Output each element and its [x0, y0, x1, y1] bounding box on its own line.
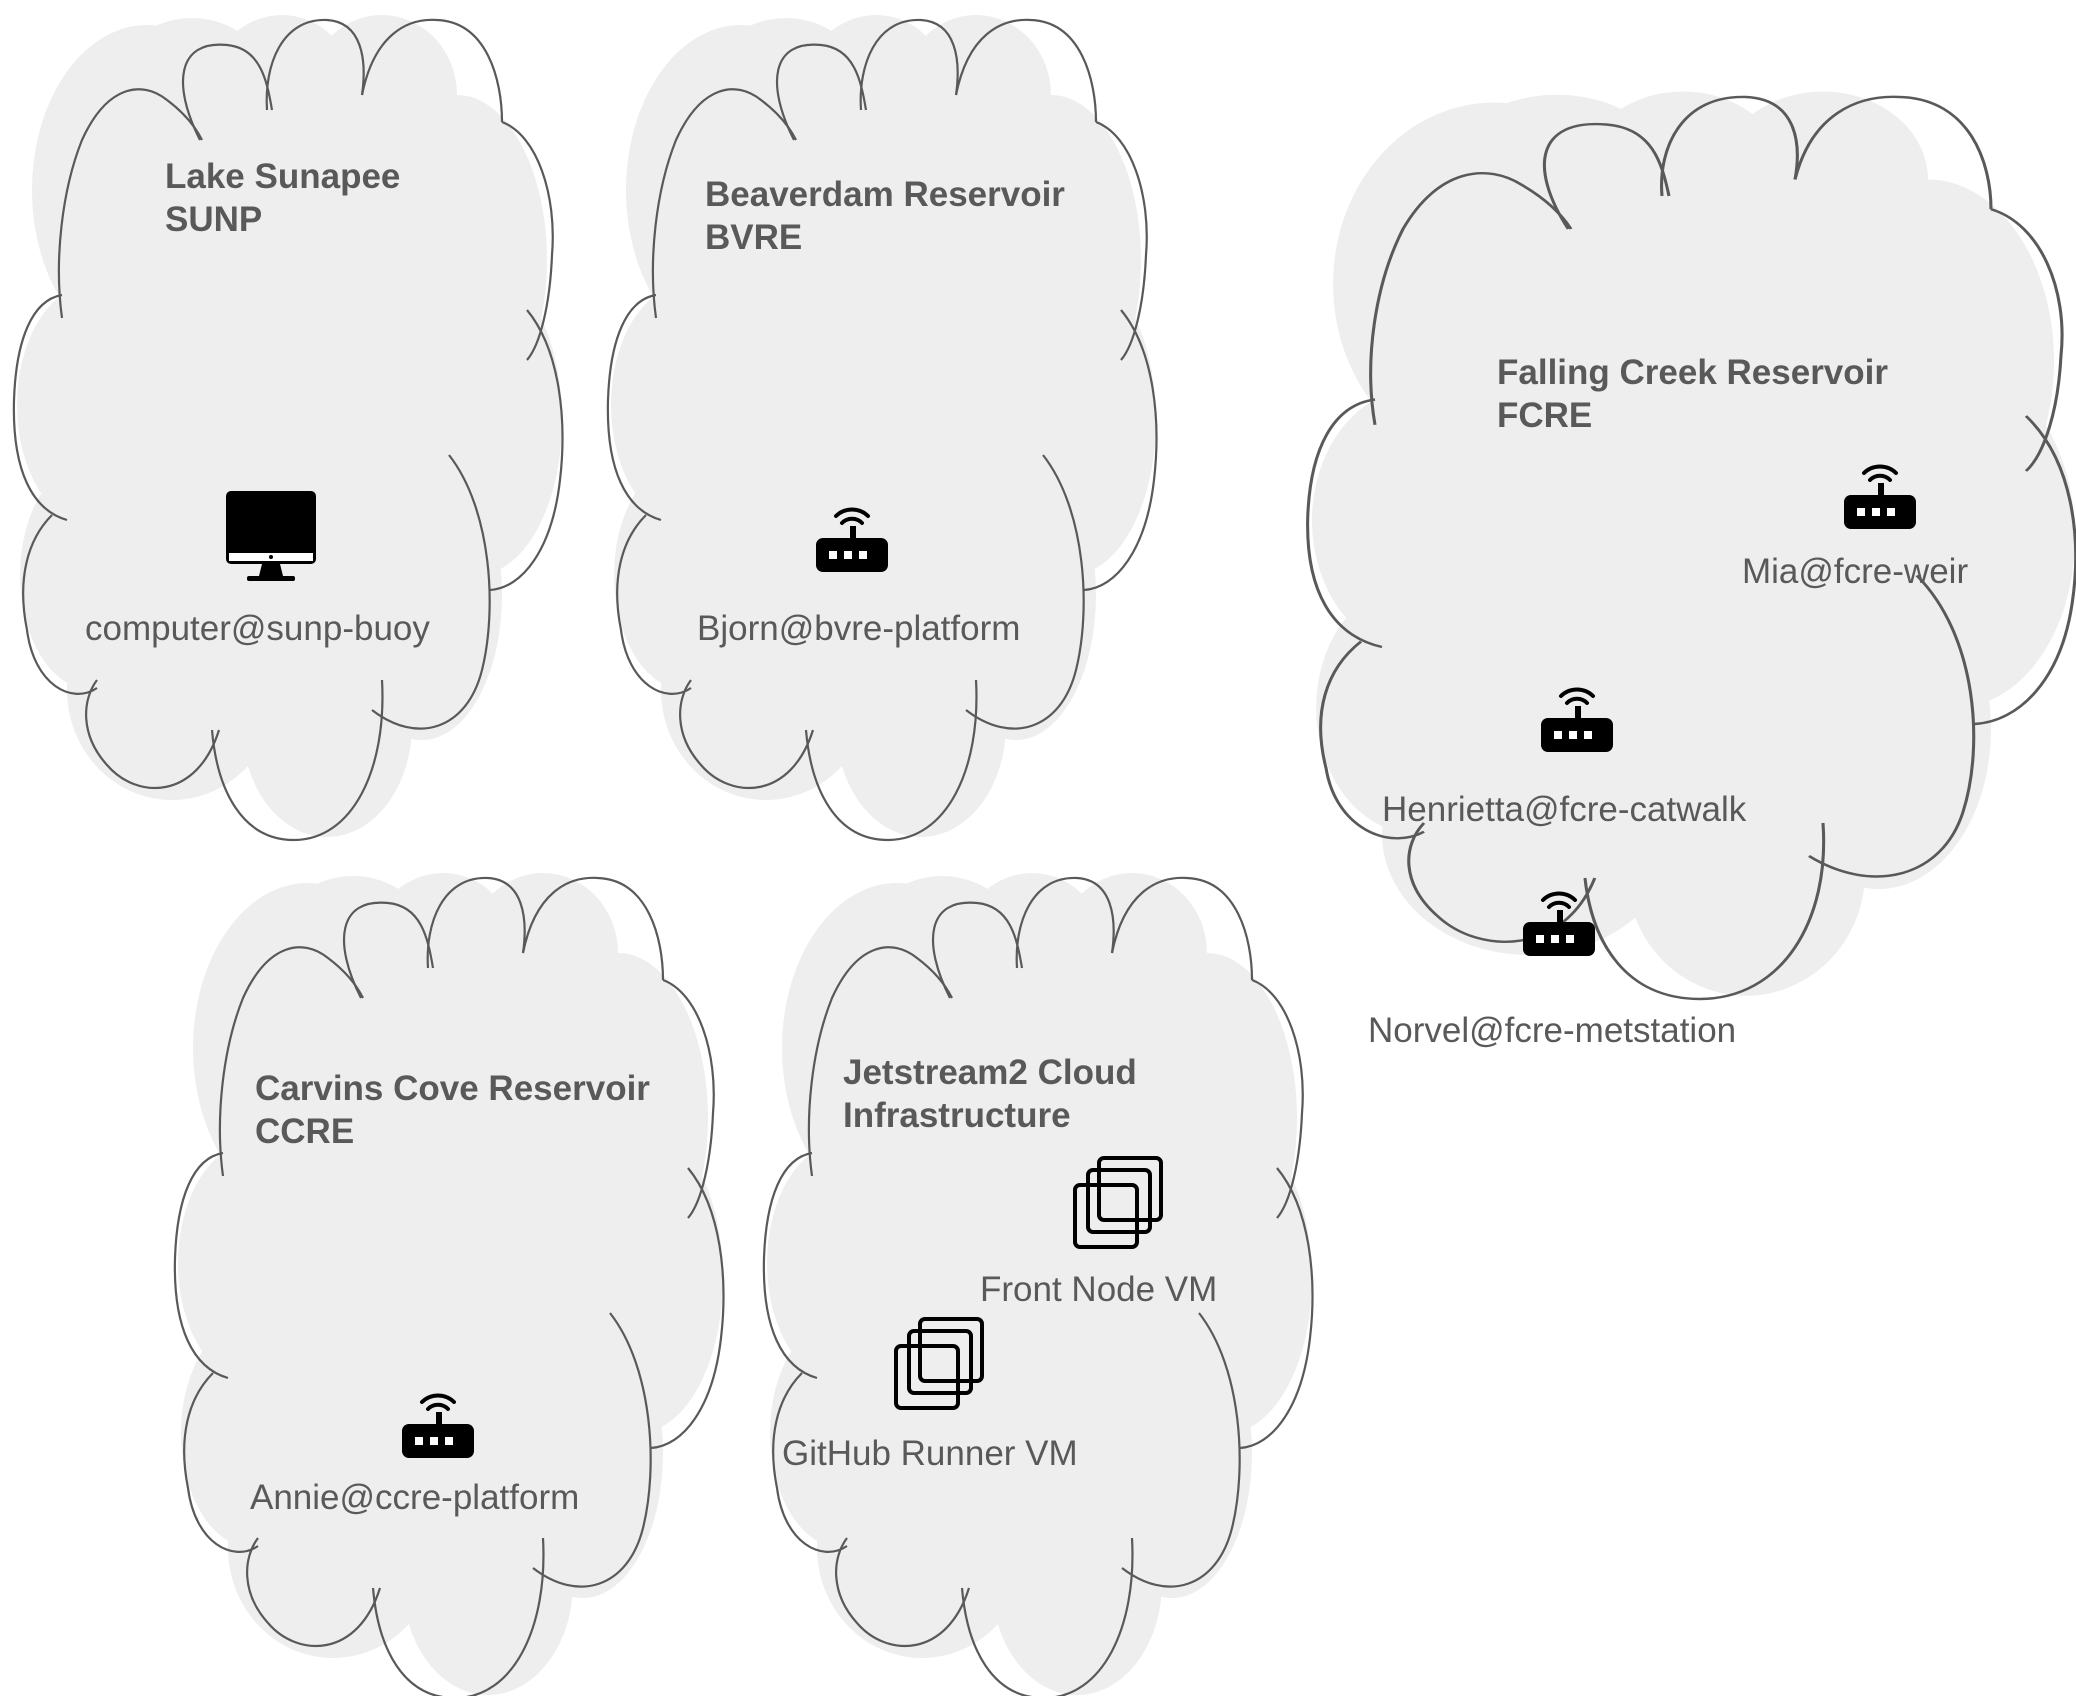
cloud-title-jetstream: Jetstream2 Cloud Infrastructure [843, 1051, 1137, 1137]
node-label: Annie@ccre-platform [250, 1478, 580, 1517]
cloud-name: Falling Creek Reservoir [1497, 353, 1888, 392]
cloud-name: Beaverdam Reservoir [705, 175, 1065, 214]
cloud-name: Carvins Cove Reservoir [255, 1069, 650, 1108]
computer-icon [226, 491, 316, 581]
cloud-ccre [173, 873, 725, 1696]
cloud-bvre [606, 15, 1158, 842]
cloud-code: SUNP [165, 200, 263, 239]
cloud-name: Lake Sunapee [165, 157, 401, 196]
cloud-sunp [12, 15, 564, 842]
node-label: computer@sunp-buoy [85, 609, 430, 648]
cloud-fcre [1306, 91, 2076, 1001]
cloud-code: BVRE [705, 218, 803, 257]
cloud-title-bvre: Beaverdam Reservoir BVRE [705, 173, 1065, 259]
cloud-name: Jetstream2 Cloud [843, 1053, 1137, 1092]
cloud-title-ccre: Carvins Cove Reservoir CCRE [255, 1067, 650, 1153]
node-label: Henrietta@fcre-catwalk [1382, 790, 1747, 829]
vm-icon [894, 1317, 984, 1410]
cloud-title-sunp: Lake Sunapee SUNP [165, 155, 400, 241]
router-icon [1523, 891, 1595, 956]
router-icon [402, 1393, 474, 1458]
cloud-code: Infrastructure [843, 1096, 1071, 1135]
router-icon [1541, 687, 1613, 752]
node-label: Norvel@fcre-metstation [1368, 1011, 1737, 1050]
cloud-code: CCRE [255, 1112, 355, 1151]
node-label: GitHub Runner VM [782, 1434, 1078, 1473]
router-icon [1844, 464, 1916, 529]
node-label: Mia@fcre-weir [1742, 552, 1969, 591]
router-icon [816, 507, 888, 572]
cloud-title-fcre: Falling Creek Reservoir FCRE [1497, 351, 1888, 437]
node-label: Bjorn@bvre-platform [697, 609, 1021, 648]
vm-icon [1073, 1156, 1163, 1249]
cloud-code: FCRE [1497, 396, 1593, 435]
node-label: Front Node VM [980, 1270, 1218, 1309]
